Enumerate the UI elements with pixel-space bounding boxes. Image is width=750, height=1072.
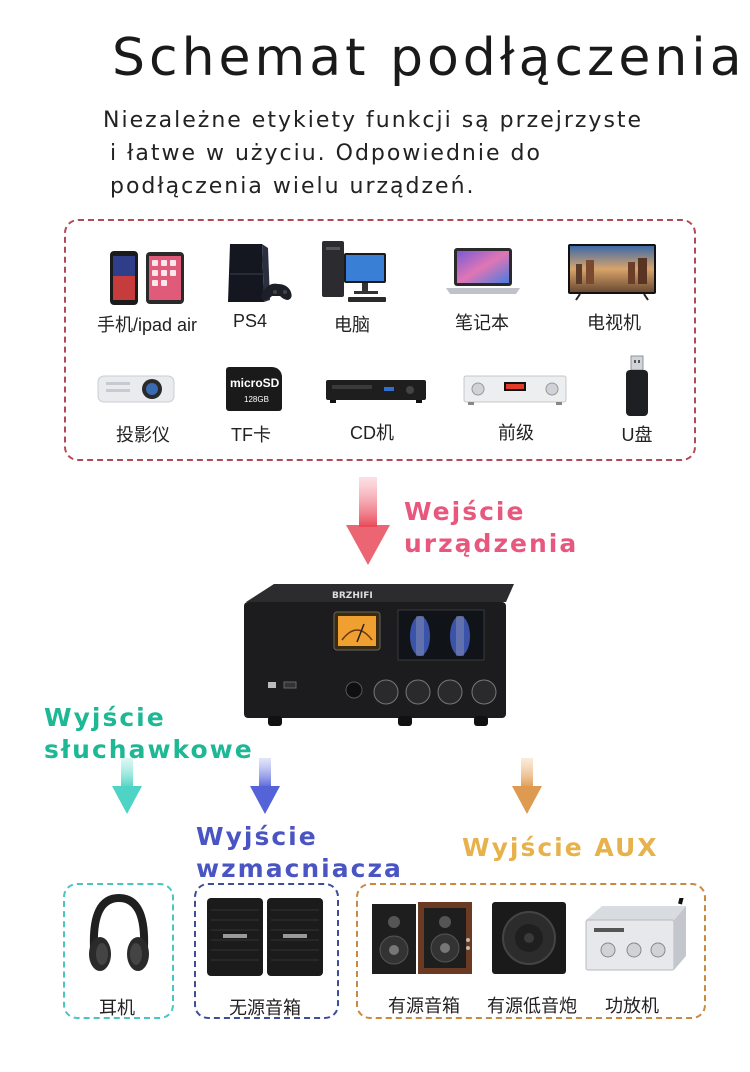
amp-flow-label: Wyjście wzmacniacza <box>196 821 403 885</box>
headphone-flow-label: Wyjście słuchawkowe <box>44 702 254 766</box>
laptop-label: 笔记本 <box>455 313 509 333</box>
aux-arrow-icon <box>512 758 542 814</box>
active-speakers-icon <box>372 902 472 974</box>
headphones-label: 耳机 <box>99 998 135 1018</box>
tf-card-label: TF卡 <box>231 425 271 445</box>
cd-player-label: CD机 <box>350 423 394 443</box>
tv-label: 电视机 <box>587 313 641 333</box>
aux-output-box <box>356 883 706 1019</box>
microsd-card-icon: microSD 128GB <box>226 367 282 411</box>
preamp-label: 前级 <box>498 423 534 443</box>
usb-drive-icon <box>626 355 648 416</box>
tv-icon <box>568 244 656 301</box>
preamp-icon <box>463 375 567 405</box>
description-line-2: i łatwe w użyciu. Odpowiednie do <box>110 141 542 166</box>
amp-flow-line-2: wzmacniacza <box>196 854 403 883</box>
input-arrow-icon <box>346 477 390 565</box>
phone-ipad-label: 手机/ipad air <box>96 315 198 335</box>
subwoofer-icon <box>492 902 566 974</box>
computer-icon <box>322 241 386 302</box>
amp-arrow-icon <box>250 758 280 814</box>
headphone-flow-line-1: Wyjście <box>44 703 166 732</box>
aux-flow-label: Wyjście AUX <box>462 833 659 862</box>
headphone-output-box <box>63 883 174 1019</box>
projector-label: 投影仪 <box>116 425 170 445</box>
headphone-arrow-icon <box>112 758 142 814</box>
laptop-icon <box>446 248 520 294</box>
passive-speakers-label: 无源音箱 <box>229 998 301 1018</box>
headphone-flow-line-2: słuchawkowe <box>44 735 254 764</box>
cd-player-icon <box>326 380 426 403</box>
power-amp-icon <box>585 898 686 971</box>
active-speakers-label: 有源音箱 <box>388 996 460 1016</box>
source-devices-box <box>64 219 696 461</box>
passive-speakers-icon <box>207 898 323 976</box>
input-flow-line-1: Wejście <box>404 497 526 526</box>
amp-flow-line-1: Wyjście <box>196 822 318 851</box>
input-flow-label: Wejście urządzenia <box>404 496 578 560</box>
phone-ipad-icon <box>110 251 184 305</box>
usb-drive-label: U盘 <box>621 425 653 445</box>
headphones-icon <box>89 893 149 971</box>
amp-output-box <box>194 883 339 1019</box>
amplifier-icon: BRZHIFI <box>244 584 514 726</box>
microsd-capacity: 128GB <box>244 395 269 404</box>
description-line-1: Niezależne etykiety funkcji są przejrzys… <box>103 108 644 133</box>
ps4-label: PS4 <box>232 311 268 331</box>
power-amp-label: 功放机 <box>605 996 659 1016</box>
projector-icon <box>97 375 175 403</box>
input-flow-line-2: urządzenia <box>404 529 579 558</box>
amplifier-brand: BRZHIFI <box>332 591 373 601</box>
subwoofer-label: 有源低音炮 <box>487 996 577 1016</box>
page-title: Schemat podłączenia <box>112 28 746 88</box>
computer-label: 电脑 <box>334 315 370 335</box>
description-line-3: podłączenia wielu urządzeń. <box>110 174 476 199</box>
microsd-brand: microSD <box>230 376 280 390</box>
ps4-icon <box>228 244 292 302</box>
